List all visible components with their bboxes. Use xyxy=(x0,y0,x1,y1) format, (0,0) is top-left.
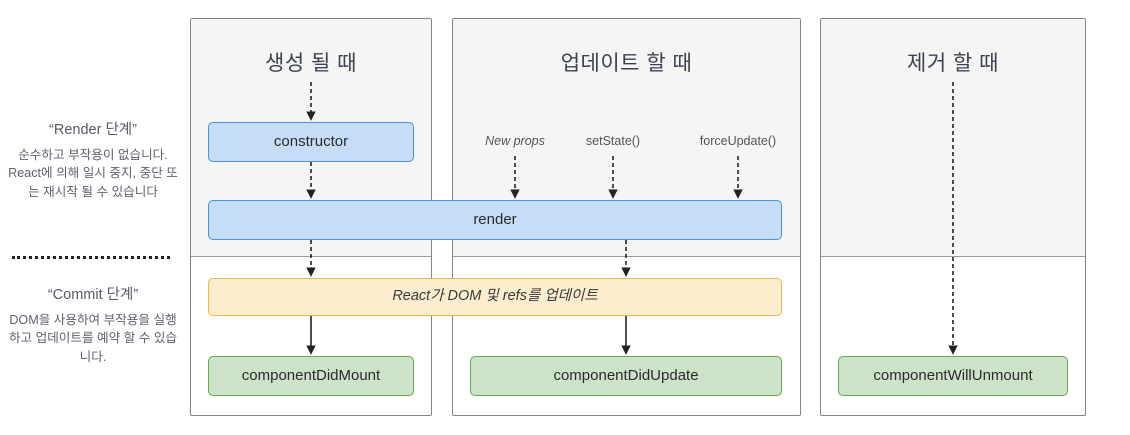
lifecycle-box-component-did-update[interactable]: componentDidUpdate xyxy=(470,356,782,396)
trigger-label-set-state: setState() xyxy=(585,134,641,148)
lifecycle-box-component-will-unmount[interactable]: componentWillUnmount xyxy=(838,356,1068,396)
phase-sidebar: “Render 단계” 순수하고 부작용이 없습니다. React에 의해 일시… xyxy=(0,0,190,435)
lifecycle-box-constructor[interactable]: constructor xyxy=(208,122,414,162)
column-updating-title: 업데이트 할 때 xyxy=(560,52,693,75)
render-phase-description: “Render 단계” 순수하고 부작용이 없습니다. React에 의해 일시… xyxy=(4,118,182,201)
render-phase-title: “Render 단계” xyxy=(49,122,137,138)
lifecycle-box-component-did-mount[interactable]: componentDidMount xyxy=(208,356,414,396)
commit-phase-title: “Commit 단계” xyxy=(47,287,139,303)
lifecycle-box-render[interactable]: render xyxy=(208,200,782,240)
trigger-label-force-update: forceUpdate() xyxy=(699,134,777,148)
trigger-label-new-props: New props xyxy=(485,134,545,148)
commit-phase-text: DOM을 사용하여 부작용을 실행하고 업데이트를 예약 할 수 있습니다. xyxy=(8,313,178,364)
commit-phase-description: “Commit 단계” DOM을 사용하여 부작용을 실행하고 업데이트를 예약… xyxy=(4,283,182,366)
lifecycle-box-react-updates-dom-and-refs: React가 DOM 및 refs를 업데이트 xyxy=(208,278,782,316)
column-mounting-title: 생성 될 때 xyxy=(265,52,357,75)
render-phase-text: 순수하고 부작용이 없습니다. React에 의해 일시 중지, 중단 또는 재… xyxy=(8,148,178,199)
phase-divider-dotted-line xyxy=(12,256,170,259)
column-unmounting-title: 제거 할 때 xyxy=(907,52,999,75)
